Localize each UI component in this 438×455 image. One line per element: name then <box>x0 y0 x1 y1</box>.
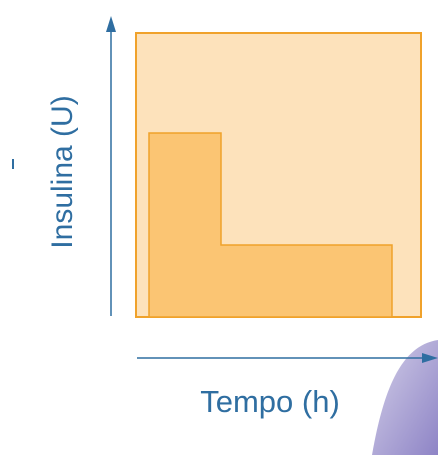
x-axis-arrow-icon <box>422 353 438 363</box>
y-axis-label: Insulina (U) <box>46 95 79 248</box>
x-axis-label: Tempo (h) <box>200 384 340 419</box>
insulin-profile-shape <box>148 132 393 318</box>
y-axis-tick <box>12 159 14 169</box>
y-axis-arrow-icon <box>106 16 116 32</box>
corner-decoration <box>372 340 438 455</box>
